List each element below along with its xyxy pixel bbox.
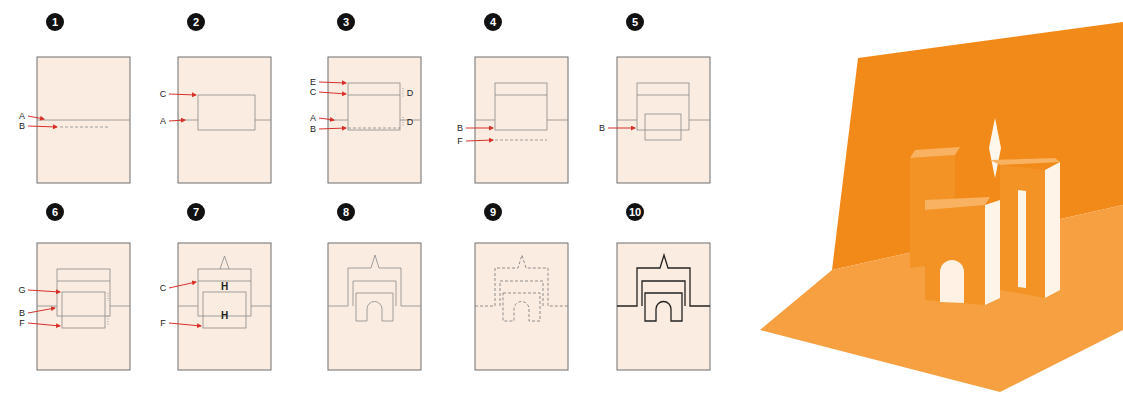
callout-letter: F (19, 319, 25, 328)
hinge-letter: H (221, 282, 228, 292)
callout-letter: D (407, 118, 414, 127)
step-number: 2 (187, 13, 205, 31)
step-number: 3 (337, 13, 355, 31)
callout-letter: F (160, 319, 166, 328)
pointer-arrows (28, 82, 635, 326)
castle-cut (617, 255, 710, 321)
fold-lines (37, 83, 710, 328)
callout-letter: G (18, 286, 25, 295)
step-number: 4 (484, 13, 502, 31)
popup-card-photo (760, 22, 1123, 392)
callout-letter: B (19, 122, 25, 131)
callout-letter: B (19, 309, 25, 318)
hinge-letter: H (221, 311, 228, 321)
callout-letter: B (457, 124, 463, 133)
callout-letter: C (160, 90, 167, 99)
step-number: 8 (337, 203, 355, 221)
callout-letter: A (160, 117, 166, 126)
step-number: 10 (626, 203, 644, 221)
step-number: 9 (484, 203, 502, 221)
callout-letter: B (599, 124, 605, 133)
callout-letter: A (19, 112, 25, 121)
step-number: 1 (46, 13, 64, 31)
callout-letter: C (310, 88, 317, 97)
callout-letter: F (457, 137, 463, 146)
step-number: 5 (626, 13, 644, 31)
castle-outline (328, 255, 421, 321)
step-number: 6 (46, 203, 64, 221)
callout-letter: B (310, 125, 316, 134)
callout-letter: E (310, 78, 316, 87)
card (37, 57, 710, 370)
callout-letter: D (407, 89, 414, 98)
callout-letter: A (310, 114, 316, 123)
castle-dashed (475, 255, 568, 321)
callout-letter: C (160, 284, 167, 293)
step-number: 7 (187, 203, 205, 221)
